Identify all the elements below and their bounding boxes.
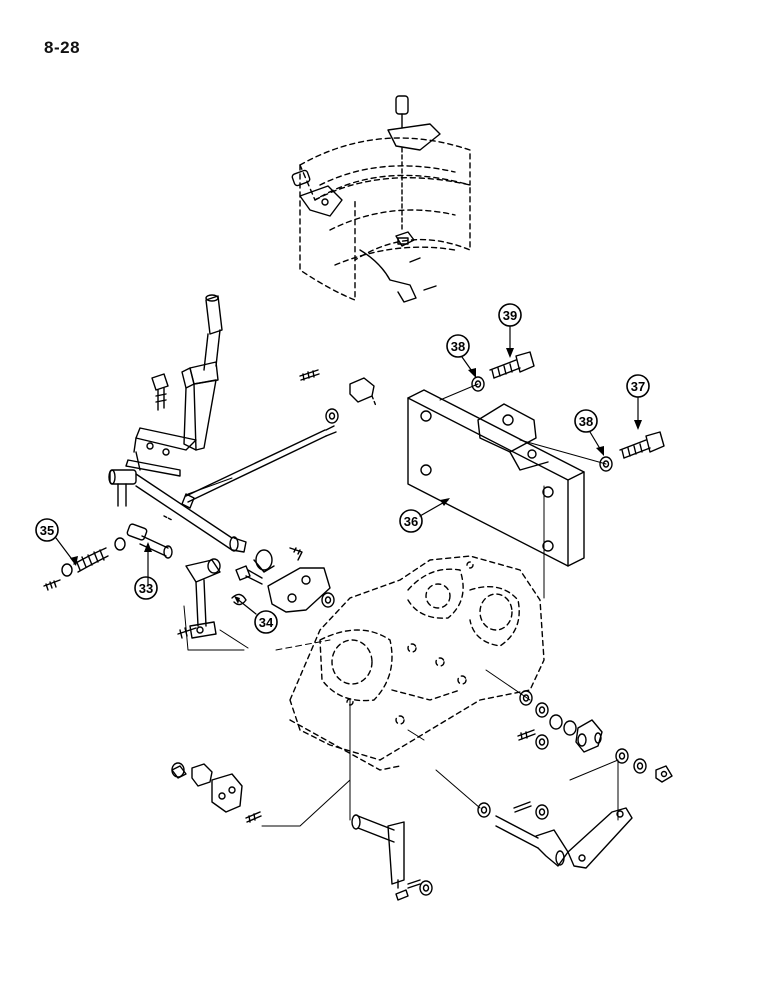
- bolt-37: [619, 431, 665, 459]
- washer-38a: [471, 376, 485, 392]
- bracket-washer: [321, 592, 335, 608]
- bracket-bolt: [235, 565, 263, 585]
- bellcrank-lever: [177, 558, 221, 639]
- spring-assembly: [43, 537, 126, 591]
- housing-ghost: [289, 555, 545, 771]
- washer-38b: [599, 456, 613, 472]
- plate-support-bracket: [477, 403, 549, 471]
- shift-quadrant-ghost: [299, 137, 471, 301]
- roll-pin-upper: [299, 369, 320, 381]
- pivot-pin: [126, 515, 173, 559]
- callout-label-36: 36: [404, 514, 418, 529]
- lower-shaft-arm: [477, 801, 569, 867]
- callout-label-34: 34: [259, 615, 274, 630]
- callout-37: [626, 374, 650, 430]
- callout-33: [134, 542, 158, 600]
- washer-upper: [325, 408, 339, 424]
- callout-label-37: 37: [631, 379, 645, 394]
- shift-lever-knob-upper: [387, 95, 441, 231]
- assembly-leader-lines: [183, 383, 619, 827]
- snap-ring: [231, 593, 247, 606]
- shift-lever-knob-lower: [291, 169, 343, 217]
- callout-36: [399, 498, 450, 533]
- lever-base-bracket: [125, 427, 197, 477]
- lower-link-arm: [567, 807, 633, 869]
- callout-35: [35, 518, 78, 566]
- callout-34: [234, 596, 278, 634]
- clevis: [575, 719, 603, 753]
- callout-label-33: 33: [139, 581, 153, 596]
- quadrant-bracket-link: [359, 249, 437, 303]
- callout-label-39: 39: [503, 308, 517, 323]
- lower-left-bracket: [171, 762, 262, 823]
- callout-label-38b: 38: [579, 414, 593, 429]
- pivot-bracket: [253, 547, 331, 613]
- shift-shaft: [108, 469, 247, 553]
- clevis-pin: [517, 729, 536, 741]
- guide-block: [395, 231, 415, 247]
- callout-39: [498, 303, 522, 358]
- page-number: 8-28: [44, 38, 81, 57]
- bolt-39: [489, 351, 535, 379]
- lever-bolt: [151, 373, 169, 411]
- mounting-plate: [407, 389, 585, 567]
- right-linkage-washers: [519, 690, 577, 750]
- callout-label-35: 35: [40, 523, 54, 538]
- callout-label-38a: 38: [451, 339, 465, 354]
- detent-block: [349, 377, 377, 407]
- callout-38b: [574, 409, 604, 456]
- control-rod-upper: [181, 425, 337, 509]
- clevis-washers: [615, 748, 673, 783]
- control-lever: [181, 294, 223, 451]
- lower-vertical-lever: [351, 814, 433, 901]
- callout-38a: [446, 334, 476, 378]
